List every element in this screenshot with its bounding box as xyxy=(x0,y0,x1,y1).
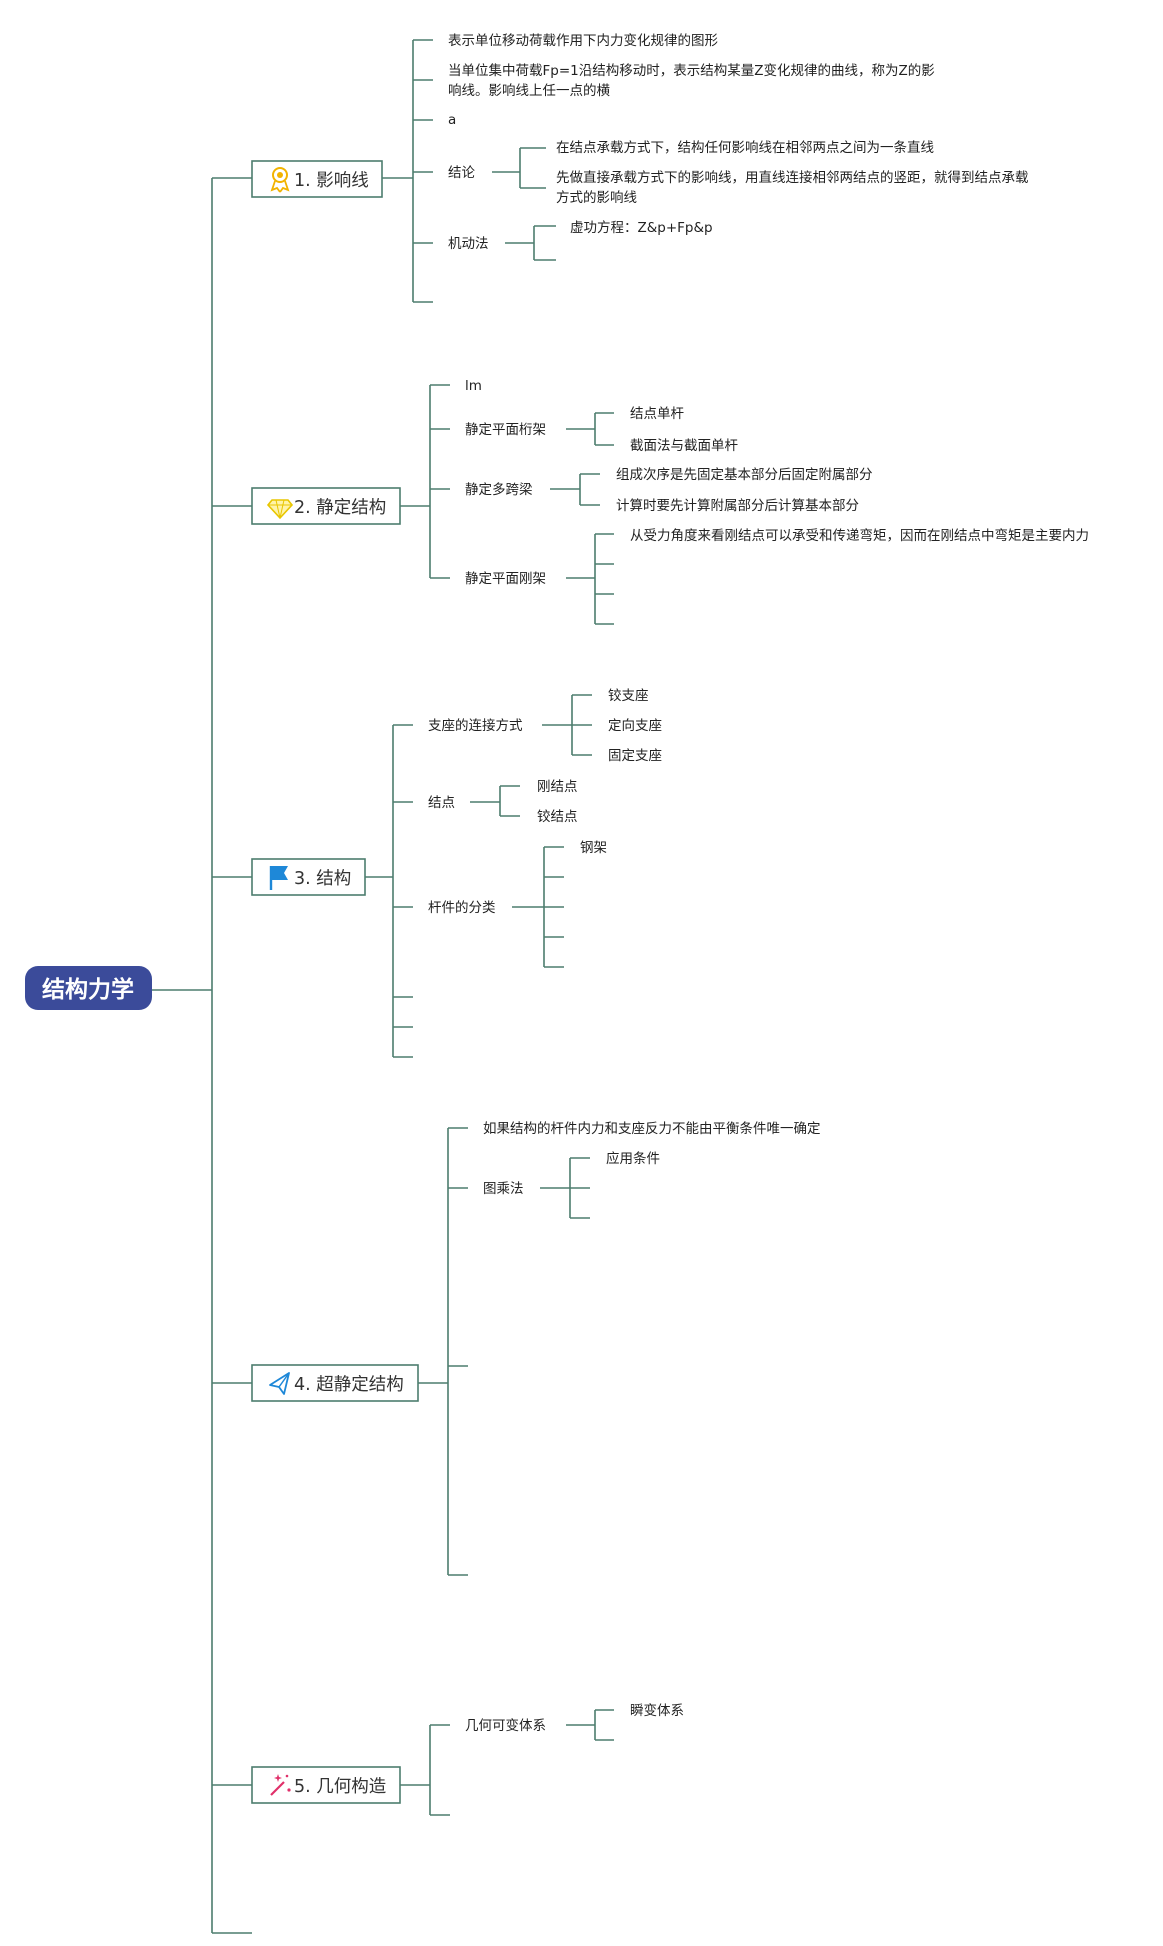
branch-4-connectors xyxy=(418,1127,590,1576)
leaf-node[interactable]: 在结点承载方式下，结构任何影响线在相邻两点之间为一条直线 xyxy=(556,139,934,156)
leaf-node[interactable]: 表示单位移动荷载作用下内力变化规律的图形 xyxy=(448,33,718,49)
leaf-node[interactable]: 刚结点 xyxy=(537,779,578,795)
leaf-node[interactable]: lm xyxy=(465,378,482,394)
topic-node[interactable]: 结点 xyxy=(428,795,455,811)
topic-node[interactable]: 杆件的分类 xyxy=(428,900,496,916)
branch-label: 4. 超静定结构 xyxy=(294,1375,404,1395)
leaf-node[interactable]: 钢架 xyxy=(580,840,607,856)
branch-label: 5. 几何构造 xyxy=(294,1777,386,1797)
branch-influence-line[interactable]: 1. 影响线 xyxy=(251,160,383,198)
branch-label: 3. 结构 xyxy=(294,869,351,889)
branch-2-connectors xyxy=(400,384,614,625)
branch-label: 1. 影响线 xyxy=(294,171,369,191)
topic-node[interactable]: 结论 xyxy=(448,165,475,181)
branch-3-connectors xyxy=(365,694,592,1058)
leaf-node[interactable]: 定向支座 xyxy=(608,718,662,734)
leaf-node[interactable]: 组成次序是先固定基本部分后固定附属部分 xyxy=(616,466,873,483)
leaf-node[interactable]: 从受力角度来看刚结点可以承受和传递弯矩，因而在刚结点中弯矩是主要内力 xyxy=(630,527,1089,544)
leaf-node-line-2[interactable]: 方式的影响线 xyxy=(556,190,637,206)
leaf-node[interactable]: a xyxy=(448,112,456,128)
leaf-node[interactable]: 如果结构的杆件内力和支座反力不能由平衡条件唯一确定 xyxy=(483,1120,821,1137)
branch-structure[interactable]: 3. 结构 xyxy=(251,858,366,896)
topic-node[interactable]: 支座的连接方式 xyxy=(428,717,523,734)
branch-box xyxy=(251,1364,419,1402)
diamond-icon xyxy=(266,499,294,520)
leaf-node[interactable]: 虚功方程：Z&p+Fp&p xyxy=(570,220,713,236)
paper-plane-icon xyxy=(269,1372,290,1395)
branch-5-connectors xyxy=(400,1709,614,1816)
leaf-node-line-1[interactable]: 先做直接承载方式下的影响线，用直线连接相邻两结点的竖距，就得到结点承载 xyxy=(556,169,1029,186)
leaf-node[interactable]: 固定支座 xyxy=(608,748,662,764)
root-label: 结构力学 xyxy=(42,976,134,1003)
leaf-node[interactable]: 铰结点 xyxy=(537,809,578,825)
topic-node[interactable]: 几何可变体系 xyxy=(465,1718,546,1734)
flag-icon xyxy=(269,866,288,890)
topic-node[interactable]: 静定平面刚架 xyxy=(465,571,546,587)
leaf-node-line-1[interactable]: 当单位集中荷载Fp=1沿结构移动时，表示结构某量Z变化规律的曲线，称为Z的影 xyxy=(448,63,935,79)
branch-statically-indeterminate[interactable]: 4. 超静定结构 xyxy=(251,1364,419,1402)
branch-label: 2. 静定结构 xyxy=(294,498,386,518)
root-node[interactable]: 结构力学 xyxy=(25,966,152,1010)
topic-node[interactable]: 机动法 xyxy=(448,236,489,252)
branch-box xyxy=(251,1766,401,1804)
topic-node[interactable]: 静定平面桁架 xyxy=(465,422,546,438)
leaf-node[interactable]: 应用条件 xyxy=(606,1150,660,1167)
root-node-shape xyxy=(25,966,152,1010)
leaf-node[interactable]: 瞬变体系 xyxy=(630,1703,684,1719)
trunk-connector xyxy=(150,177,252,1934)
branch-statically-determinate[interactable]: 2. 静定结构 xyxy=(251,487,401,525)
branch-geometric-construction[interactable]: 5. 几何构造 xyxy=(251,1766,401,1804)
magic-wand-icon xyxy=(270,1774,291,1796)
leaf-node[interactable]: 结点单杆 xyxy=(630,406,684,422)
leaf-node[interactable]: 截面法与截面单杆 xyxy=(630,438,738,454)
leaf-node[interactable]: 铰支座 xyxy=(608,688,649,704)
topic-node[interactable]: 静定多跨梁 xyxy=(465,481,533,498)
topic-node[interactable]: 图乘法 xyxy=(483,1181,524,1197)
leaf-node[interactable]: 计算时要先计算附属部分后计算基本部分 xyxy=(616,497,859,514)
leaf-node-line-2[interactable]: 响线。影响线上任一点的横 xyxy=(448,83,610,99)
award-ribbon-icon xyxy=(270,167,290,193)
branch-1-connectors xyxy=(382,39,556,303)
